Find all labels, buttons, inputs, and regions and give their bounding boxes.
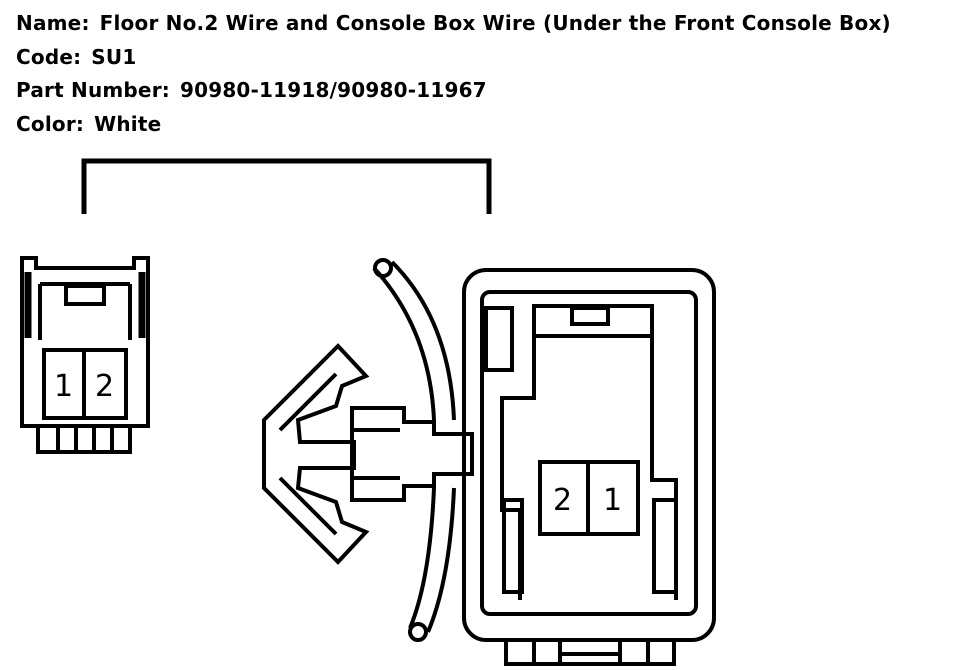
right-connector-lock-tab [570, 306, 610, 326]
right-connector-pin-2: 2 [553, 483, 572, 518]
clip-arrow-inner [278, 372, 338, 536]
right-connector-bottom-terminals [504, 640, 676, 666]
right-connector-side-rib-left [502, 498, 524, 594]
clip-arm-lower-knob [408, 622, 428, 642]
clip-arm-upper [372, 260, 456, 421]
right-connector-pin-1: 1 [603, 483, 622, 518]
clip-arm-upper-knob [373, 258, 393, 278]
code-label: Code: [16, 45, 82, 69]
name-line: Name: Floor No.2 Wire and Console Box Wir… [16, 11, 891, 35]
left-connector-pin-1: 1 [54, 369, 73, 404]
left-connector-outline [20, 256, 150, 428]
left-connector-lock-tab [64, 284, 106, 306]
left-connector [20, 256, 150, 454]
connector-bracket [81, 158, 492, 214]
part-number-value: 90980-11918/90980-11967 [179, 78, 487, 102]
left-connector-pin-2: 2 [95, 369, 114, 404]
right-connector-top-lock-frame [500, 304, 678, 600]
clip-stem-grip [354, 428, 400, 480]
left-connector-bottom-terminals [36, 426, 132, 454]
right-connector-housing [462, 268, 716, 642]
part-number-label: Part Number: [16, 78, 170, 102]
color-label: Color: [16, 112, 85, 136]
name-label: Name: [16, 11, 90, 35]
part-number-line: Part Number: 90980-11918/90980-11967 [16, 78, 487, 102]
clip-stem [350, 406, 474, 502]
left-connector-inner-frame [38, 282, 132, 340]
right-connector-housing-inner [480, 290, 698, 616]
code-line: Code: SU1 [16, 45, 136, 69]
clip-arm-lower [408, 487, 456, 633]
name-value: Floor No.2 Wire and Console Box Wire (Un… [99, 11, 891, 35]
color-value: White [94, 112, 162, 136]
right-connector-pin-cavity-1 [586, 460, 640, 536]
left-connector-pin-cavity-2 [82, 348, 128, 420]
code-value: SU1 [91, 45, 137, 69]
right-connector-side-rib-right [652, 498, 678, 594]
right-connector-side-slot [484, 306, 514, 372]
right-connector [262, 258, 716, 666]
color-line: Color: White [16, 112, 161, 136]
